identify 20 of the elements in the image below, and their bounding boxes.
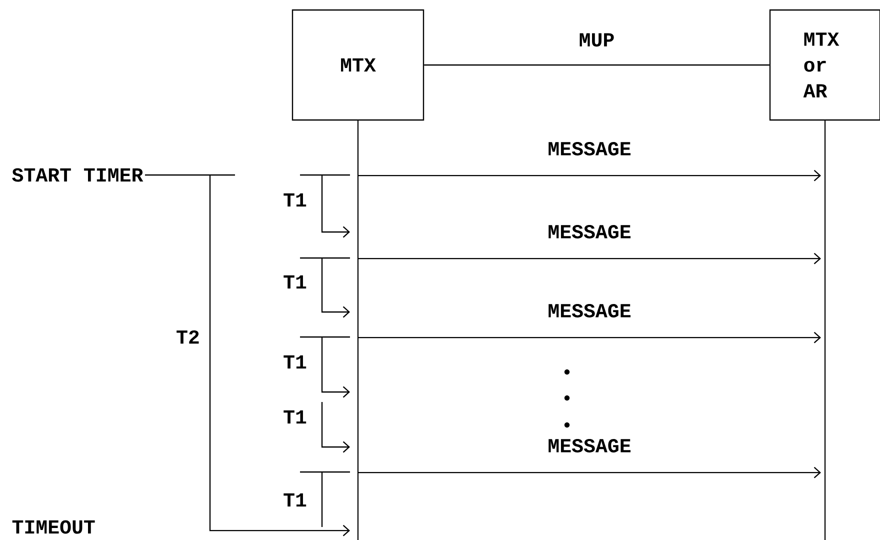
exchange-box: MTX [292,9,424,121]
timer-label: T1 [284,410,306,424]
arrow [358,466,821,478]
exchange-box: MTX or AR [769,9,880,121]
edge-label: MESSAGE [546,438,632,454]
edge-label: T2 [174,329,202,345]
timer-label: T1 [284,355,306,369]
timer-label: T1 [284,493,306,507]
arrow [358,252,821,264]
arrow [358,332,821,344]
arrow [144,174,350,536]
timer-label: T1 [284,275,306,289]
edge-label: MESSAGE [546,302,632,319]
edge-label: MESSAGE [546,224,632,240]
timer-label: T1 [284,193,306,207]
edge-label: MUP [578,32,616,48]
edge-label: MESSAGE [546,140,632,157]
event-text: TIMEOUT [12,520,95,534]
event-text: START TIMER [12,168,144,182]
arrow [358,170,821,182]
